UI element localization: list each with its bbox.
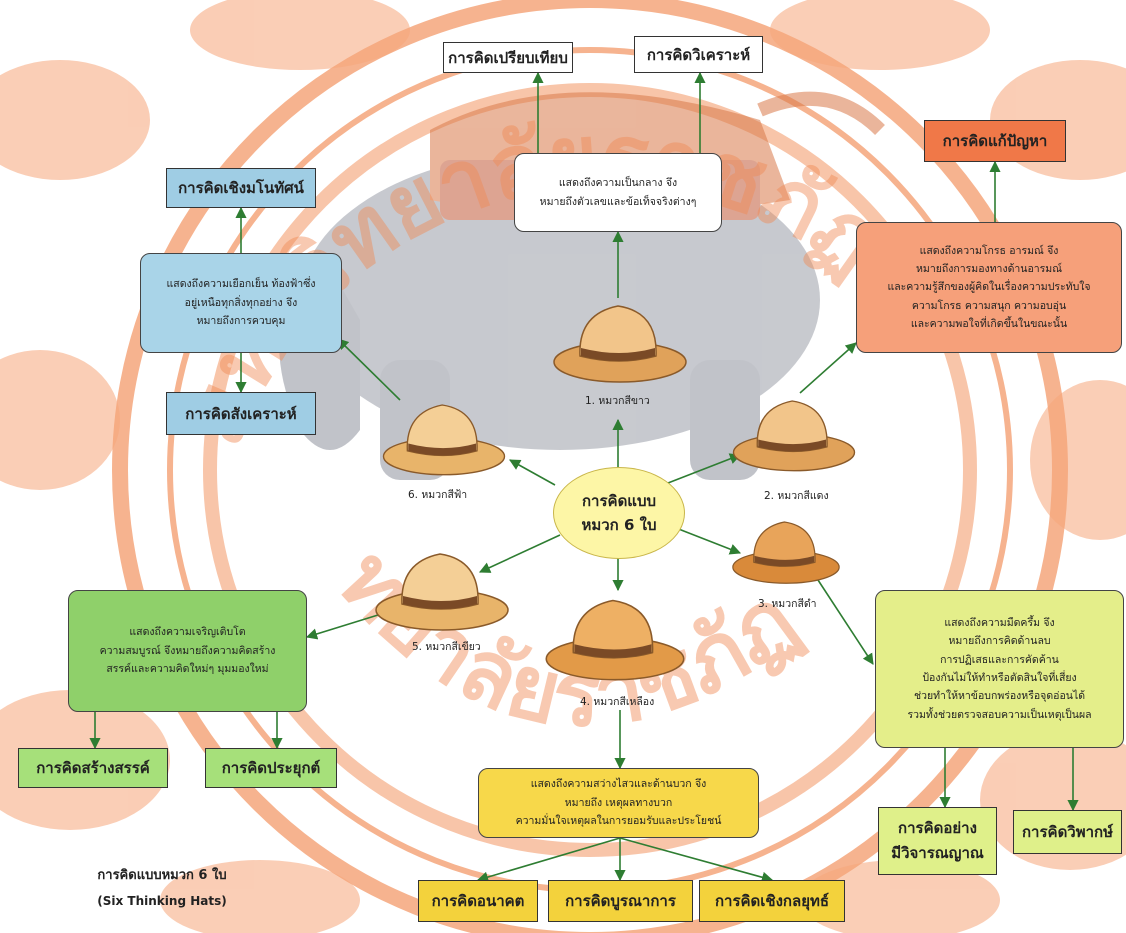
outcome-applied: การคิดประยุกต์	[205, 748, 337, 788]
green-hat-icon	[375, 553, 509, 631]
hat-label-yellow: 4. หมวกสีเหลือง	[580, 696, 655, 708]
center-line-1: การคิดแบบ	[581, 492, 657, 510]
green-hat-description: แสดงถึงความเจริญเติบโต ความสมบูรณ์ จึงหม…	[68, 590, 307, 712]
outcome-synthesis: การคิดสังเคราะห์	[166, 392, 316, 435]
yellow-hat-description: แสดงถึงความสว่างไสวและด้านบวก จึง หมายถึ…	[478, 768, 759, 838]
outcome-conceptual: การคิดเชิงมโนทัศน์	[166, 168, 316, 208]
outcome-compare: การคิดเปรียบเทียบ	[443, 42, 573, 73]
center-topic: การคิดแบบ หมวก 6 ใบ	[553, 467, 685, 559]
hat-label-white: 1. หมวกสีขาว	[585, 395, 650, 407]
hat-label-red: 2. หมวกสีแดง	[764, 490, 829, 502]
outcome-critical: การคิดอย่าง มีวิจารณญาณ	[878, 807, 997, 875]
hat-label-blue: 6. หมวกสีฟ้า	[408, 489, 468, 501]
outcome-problem-solving: การคิดแก้ปัญหา	[924, 120, 1066, 162]
outcome-analyze: การคิดวิเคราะห์	[634, 36, 763, 73]
white-hat-description: แสดงถึงความเป็นกลาง จึง หมายถึงตัวเลขและ…	[514, 153, 722, 232]
yellow-hat-icon	[545, 599, 685, 681]
red-hat-icon	[732, 400, 856, 472]
hat-label-green: 5. หมวกสีเขียว	[412, 641, 481, 653]
blue-hat-description: แสดงถึงความเยือกเย็น ท้องฟ้าซึ่ง อยู่เหน…	[140, 253, 342, 353]
outcome-strategic: การคิดเชิงกลยุทธ์	[699, 880, 845, 922]
center-line-2: หมวก 6 ใบ	[581, 516, 657, 534]
outcome-integrative: การคิดบูรณาการ	[548, 880, 693, 922]
outcome-creative: การคิดสร้างสรรค์	[18, 748, 168, 788]
blue-hat-icon	[382, 404, 506, 476]
diagram-caption-english: (Six Thinking Hats)	[97, 894, 227, 908]
black-hat-icon	[732, 521, 840, 584]
white-hat-icon	[553, 305, 687, 383]
outcome-critique: การคิดวิพากษ์	[1013, 810, 1122, 854]
red-hat-description: แสดงถึงความโกรธ อารมณ์ จึง หมายถึงการมอง…	[856, 222, 1122, 353]
black-hat-description: แสดงถึงความมืดครึ้ม จึง หมายถึงการคิดด้า…	[875, 590, 1124, 748]
diagram-caption-thai: การคิดแบบหมวก 6 ใบ	[97, 868, 227, 883]
hat-label-black: 3. หมวกสีดำ	[758, 598, 817, 610]
outcome-future: การคิดอนาคต	[418, 880, 538, 922]
